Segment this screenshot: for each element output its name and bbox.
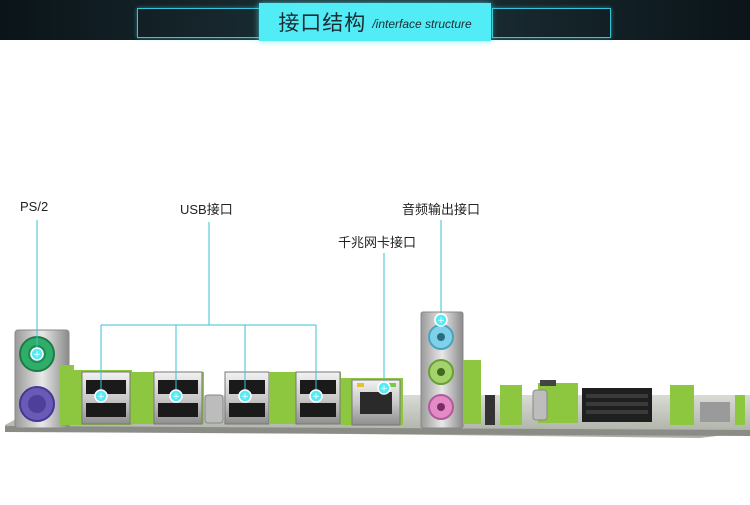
callout-lines [36,220,442,396]
board-components [485,380,745,425]
marker-usb-2: + [169,389,183,403]
marker-lan: + [377,381,391,395]
svg-text:+: + [437,316,445,326]
lan-port [341,378,403,426]
usb-port-group-4 [269,371,341,425]
audio-port-stack [420,311,481,429]
svg-text:+: + [97,392,105,402]
audio-label: 音频输出接口 [402,202,481,217]
svg-text:+: + [380,384,388,394]
ps2-label: PS/2 [20,199,49,214]
header-band: 接口结构 /interface structure [0,0,750,41]
page-subtitle: /interface structure [372,17,472,31]
svg-text:+: + [241,392,249,402]
marker-ps2: + [30,347,44,361]
header-frame-right [492,8,611,38]
page-title: 接口结构 [278,12,367,35]
callout-markers: + + + + + + + [30,313,448,403]
lan-label: 千兆网卡接口 [338,235,417,250]
usb-port-group-2 [132,371,204,425]
svg-text:+: + [33,350,41,360]
usb-label: USB接口 [180,202,233,217]
title-box: 接口结构 /interface structure [259,3,491,41]
marker-usb-4: + [309,389,323,403]
svg-text:+: + [312,392,320,402]
marker-usb-1: + [94,389,108,403]
marker-usb-3: + [238,389,252,403]
ps2-port [14,329,74,429]
svg-text:+: + [172,392,180,402]
marker-audio: + [434,313,448,327]
usb-port-group-3 [204,371,270,425]
